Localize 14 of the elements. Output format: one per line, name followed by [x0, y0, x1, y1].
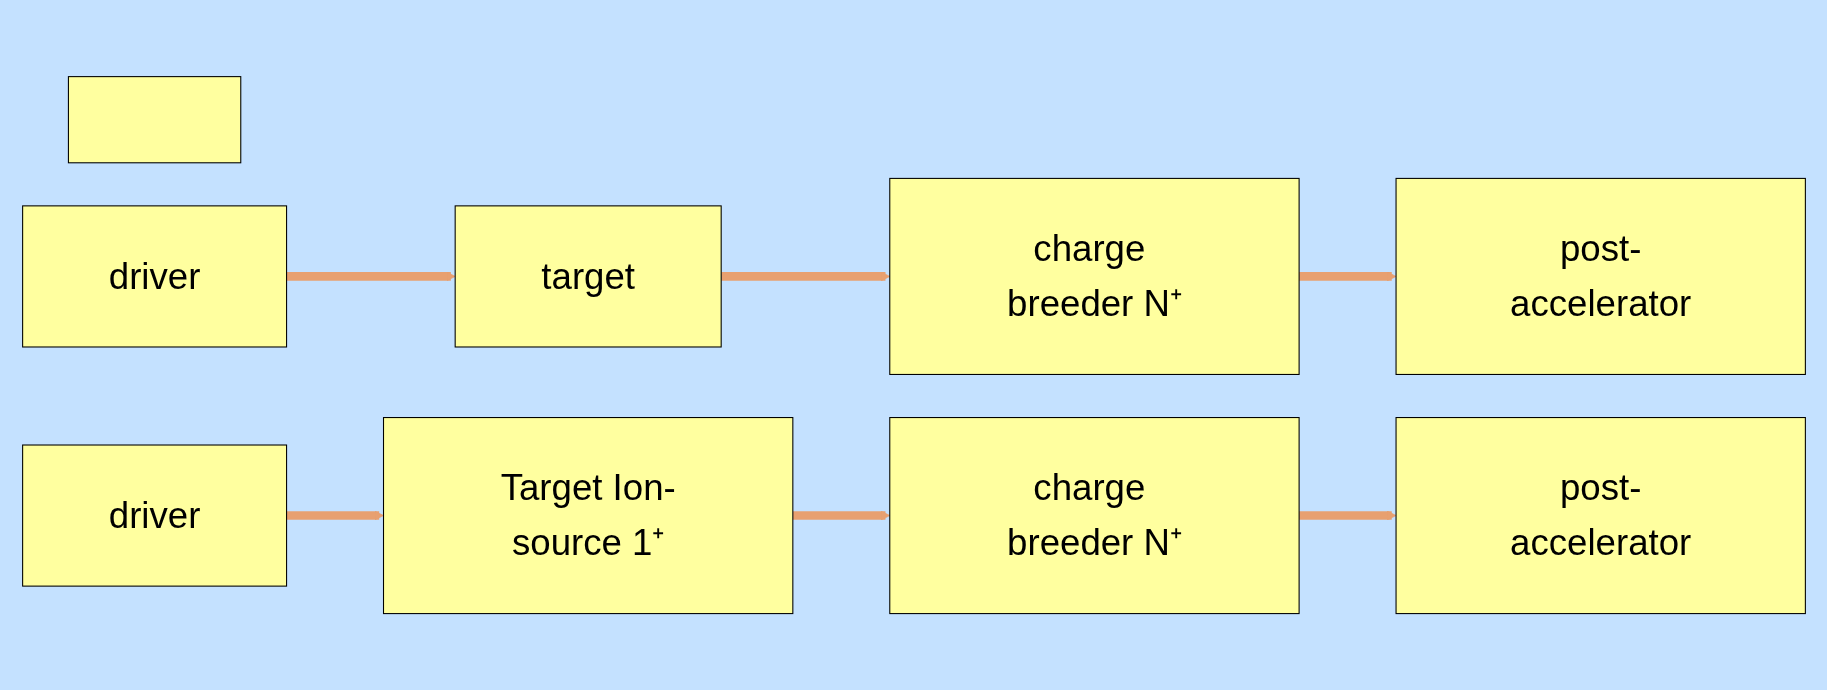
arrow — [1298, 271, 1396, 282]
arrow — [720, 271, 890, 282]
node-box: post-accelerator — [1395, 416, 1806, 614]
node-box: charge breeder N⁺ — [888, 416, 1300, 614]
node-box: post-accelerator — [1395, 177, 1806, 375]
node-box — [67, 75, 241, 164]
arrow — [1298, 510, 1396, 521]
arrow — [286, 510, 384, 521]
node-box: driver — [21, 205, 287, 348]
node-box: driver — [21, 444, 287, 587]
node-box: target — [454, 205, 722, 348]
node-box: charge breeder N⁺ — [888, 177, 1300, 375]
arrow — [792, 510, 890, 521]
node-box: Target Ion-source 1⁺ — [382, 416, 793, 614]
